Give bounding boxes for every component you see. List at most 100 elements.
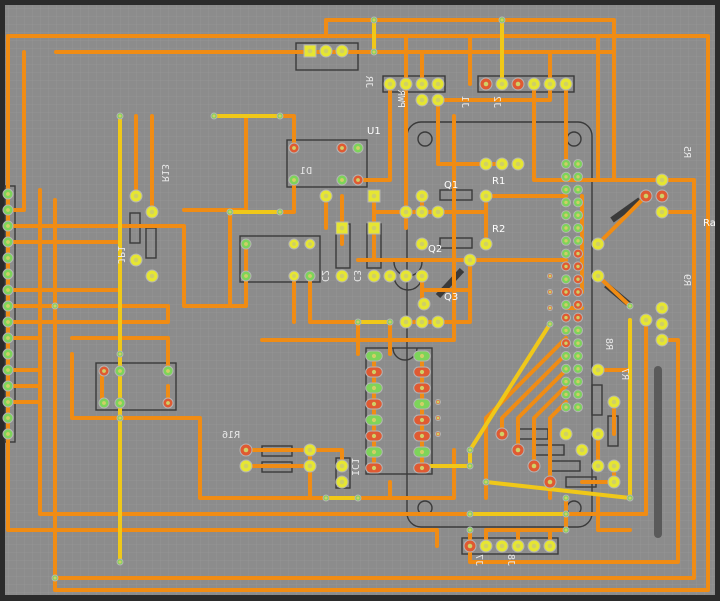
orange-trace-50[interactable] [596, 274, 632, 308]
via-56-drill [356, 496, 360, 500]
u1-outline [286, 139, 368, 188]
orange-trace-2[interactable] [18, 34, 710, 592]
pad-36-drill [340, 146, 344, 150]
pad-135-drill [515, 447, 521, 453]
pad-119-drill [643, 193, 649, 199]
orange-trace-63[interactable] [532, 384, 568, 468]
pad-37-drill [356, 146, 360, 150]
pad-78-drill [339, 225, 345, 231]
module-pin-a-14-drill [564, 328, 568, 333]
pad-79-drill [371, 225, 377, 231]
mirrored-label-r8: R8 [603, 338, 614, 350]
via-44-drill [212, 114, 216, 118]
pad-99-drill [515, 161, 521, 167]
module-pin-b-4-drill [576, 200, 580, 205]
module-pin-b-6-drill [576, 226, 580, 230]
pad-21-drill [500, 18, 504, 22]
orange-trace-82[interactable] [596, 496, 632, 532]
pad-144-drill [531, 543, 537, 549]
via-115-drill [548, 274, 552, 278]
orange-trace-14[interactable] [70, 352, 328, 500]
module-pin-a-15-drill [564, 341, 568, 345]
module-pin-b-13-drill [576, 315, 580, 320]
pad-20-drill [372, 18, 376, 22]
pad-132-drill [595, 463, 601, 469]
module-pin-a-18-drill [564, 379, 568, 384]
pad-29-drill [483, 81, 489, 87]
ic1-left-pin-3-drill [371, 385, 377, 391]
module-pin-b-8-drill [576, 251, 580, 256]
pad-87-drill [435, 209, 441, 215]
ic1-outline [365, 347, 433, 475]
module-pin-b-15-drill [576, 341, 580, 345]
board-grid [5, 5, 715, 595]
orange-trace-7[interactable] [6, 224, 248, 308]
orange-trace-4[interactable] [6, 18, 696, 580]
pad-76-drill [292, 274, 296, 278]
via-45-drill [278, 114, 282, 118]
ic1-right-pin-4-drill [419, 401, 425, 407]
orange-trace-49[interactable] [596, 194, 648, 246]
orange-trace-65[interactable] [484, 336, 568, 500]
orange-trace-23[interactable] [308, 272, 360, 324]
label-r2: R2 [492, 224, 505, 235]
pad-121-drill [659, 209, 665, 215]
module-pin-a-20-drill [564, 405, 568, 409]
mirrored-label-r16: R16 [222, 430, 240, 441]
orange-trace-3[interactable] [38, 188, 648, 516]
via-64-drill [564, 528, 568, 532]
module-pin-b-16-drill [576, 354, 580, 358]
left-pad-5-drill [6, 256, 10, 260]
pad-25-drill [419, 81, 425, 87]
ic1-right-pin-6-drill [419, 433, 425, 439]
pad-133-drill [611, 479, 617, 485]
yellow-trace-7[interactable] [452, 322, 552, 468]
ic1-left-pin-5-drill [371, 417, 377, 423]
orange-trace-1[interactable] [6, 34, 439, 548]
mirrored-label-j7: J7 [473, 554, 484, 566]
module-pin-b-5-drill [576, 213, 580, 217]
orange-trace-64[interactable] [548, 400, 568, 484]
orange-trace-62[interactable] [516, 368, 568, 452]
orange-trace-13[interactable] [70, 336, 170, 372]
orange-trace-35[interactable] [484, 50, 552, 102]
orange-trace-10[interactable] [6, 336, 42, 372]
module-pin-a-11-drill [564, 290, 568, 294]
via-108-drill [436, 432, 440, 436]
module-pin-b-1-drill [576, 162, 580, 166]
yellow-trace-8[interactable] [484, 480, 632, 500]
module-pin-b-9-drill [576, 264, 580, 269]
pad-140-drill [467, 543, 473, 549]
pad-131-drill [611, 463, 617, 469]
via-49-drill [388, 320, 392, 324]
via-65-drill [548, 322, 552, 326]
via-53-drill [53, 304, 57, 308]
header-j2-outline [382, 75, 446, 93]
left-pad-10-drill [6, 336, 10, 340]
pad-110-drill [243, 463, 249, 469]
orange-trace-21[interactable] [260, 158, 456, 342]
pad-28-drill [435, 97, 441, 103]
via-43-drill [118, 114, 122, 118]
via-66-drill [628, 304, 632, 308]
left-pad-3-drill [6, 224, 10, 228]
module-pin-b-20-drill [576, 405, 580, 409]
pad-24-drill [403, 81, 409, 87]
orange-trace-34[interactable] [532, 82, 616, 182]
pad-125-drill [659, 305, 665, 311]
pad-120-drill [659, 193, 665, 199]
pad-118-drill [659, 177, 665, 183]
pad-103-drill [102, 401, 106, 405]
mirrored-label-j8: J8 [505, 554, 516, 566]
mirrored-label-j2: J2 [491, 96, 502, 108]
header-j1-outline [477, 75, 575, 93]
left-pad-1-drill [6, 192, 10, 196]
pad-84-drill [419, 273, 425, 279]
pad-112-drill [307, 463, 313, 469]
pad-92-drill [483, 193, 489, 199]
orange-trace-79[interactable] [484, 512, 568, 548]
orange-trace-27[interactable] [356, 82, 392, 182]
pad-137-drill [547, 479, 553, 485]
